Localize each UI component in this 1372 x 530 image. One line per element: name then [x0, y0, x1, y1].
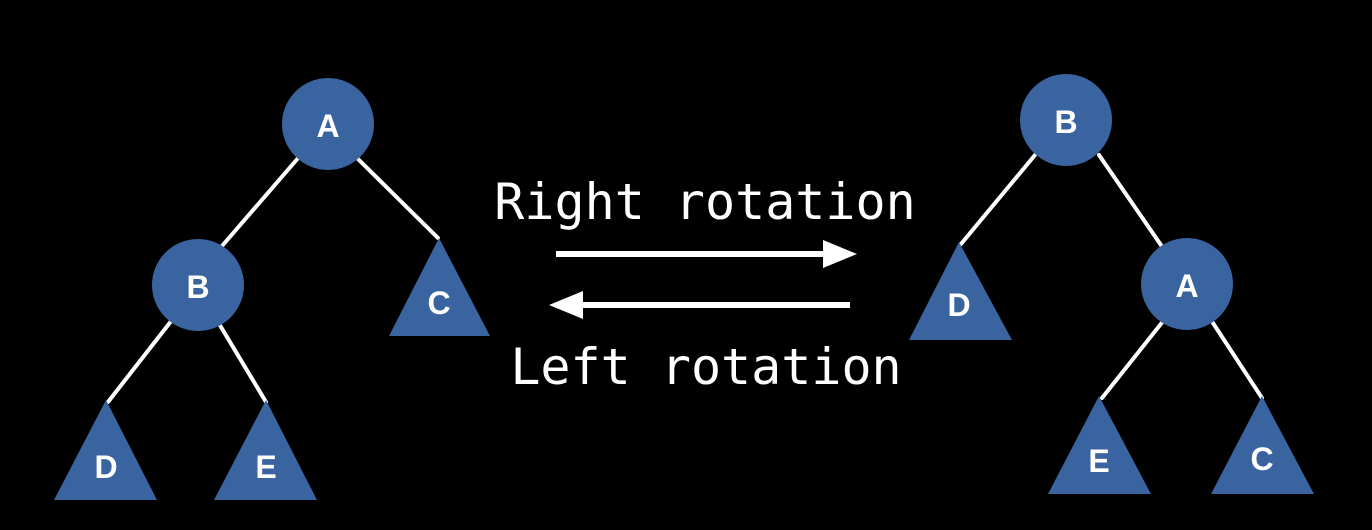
left-edge-a-c: [356, 157, 440, 240]
left-subtree-d-label: D: [94, 449, 117, 485]
left-rotation-label: Left rotation: [510, 338, 901, 396]
right-subtree-d-label: D: [947, 287, 970, 323]
right-node-a: A: [1141, 238, 1233, 330]
left-subtree-c-label: C: [427, 285, 450, 321]
right-arrow: [556, 240, 857, 268]
right-node-b-label: B: [1054, 104, 1077, 140]
left-subtree-e-label: E: [255, 449, 276, 485]
right-subtree-c-label: C: [1250, 441, 1273, 477]
left-edge-a-b: [220, 155, 301, 248]
right-subtree-d: D: [909, 242, 1012, 340]
left-arrow: [549, 291, 850, 319]
right-subtree-c: C: [1211, 396, 1314, 494]
left-tree: A B C D E: [54, 78, 490, 500]
right-edge-a-c: [1209, 318, 1264, 400]
left-node-b-label: B: [186, 269, 209, 305]
right-subtree-e-label: E: [1088, 443, 1109, 479]
right-node-a-label: A: [1175, 268, 1198, 304]
right-rotation-label: Right rotation: [494, 173, 915, 231]
left-subtree-c: C: [389, 238, 490, 336]
right-tree: B A D E C: [909, 74, 1314, 494]
left-subtree-d: D: [54, 400, 157, 500]
right-node-b: B: [1020, 74, 1112, 166]
right-subtree-e: E: [1048, 396, 1151, 494]
left-edge-b-d: [106, 318, 174, 404]
left-subtree-e: E: [214, 400, 317, 500]
left-edge-b-e: [216, 320, 268, 404]
rotation-labels: Right rotation Left rotation: [494, 173, 915, 396]
left-node-a: A: [282, 78, 374, 170]
right-edge-b-d: [959, 153, 1037, 246]
right-edge-b-a: [1097, 153, 1165, 250]
left-node-b: B: [152, 239, 244, 331]
right-edge-a-e: [1100, 318, 1166, 400]
left-node-a-label: A: [316, 108, 339, 144]
